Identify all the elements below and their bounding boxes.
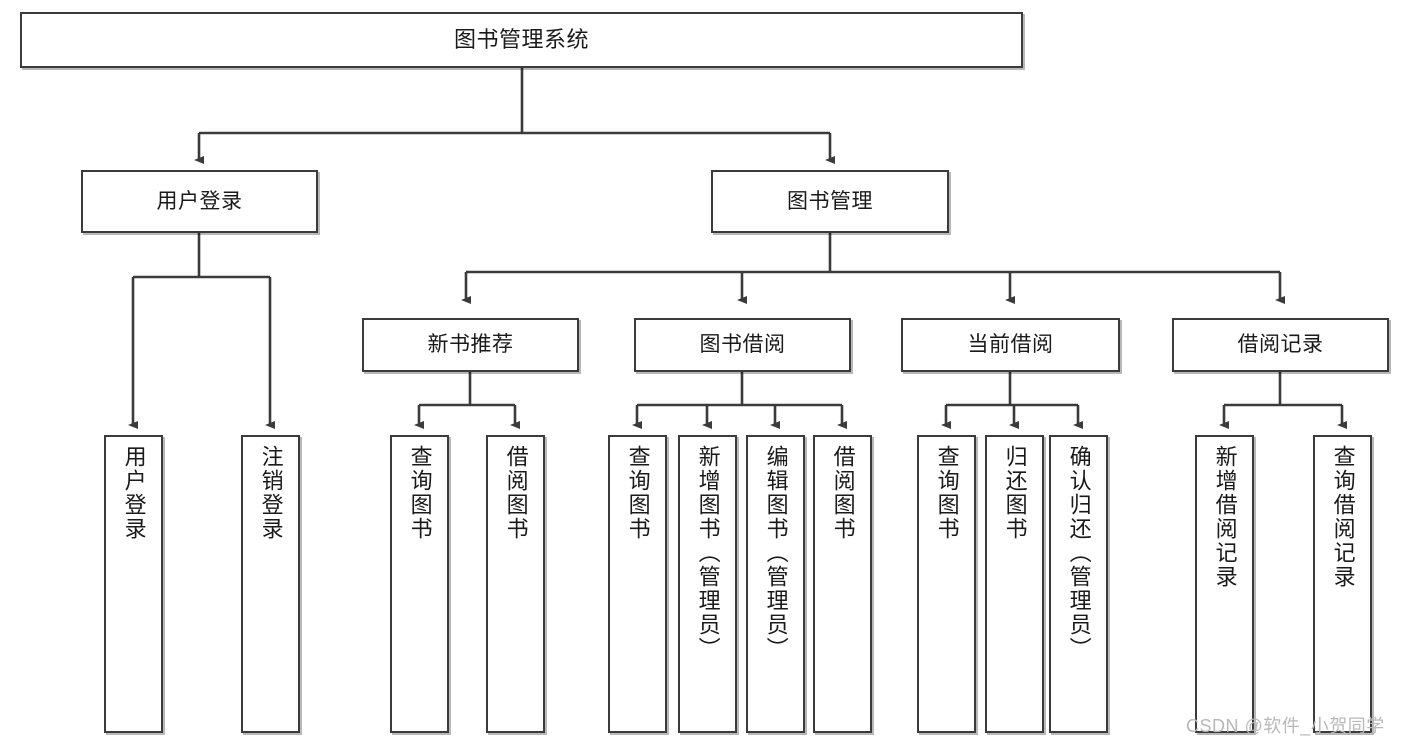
leaf-confirm-return[interactable]: 确认归还（管理员） xyxy=(1049,435,1108,733)
node-user-login-label: 用户登录 xyxy=(156,189,243,213)
node-new-book-recommend[interactable]: 新书推荐 xyxy=(362,318,579,372)
leaf-query-book-1[interactable]: 查询图书 xyxy=(390,435,449,733)
node-root-label: 图书管理系统 xyxy=(453,26,589,52)
node-current-borrow[interactable]: 当前借阅 xyxy=(901,318,1120,372)
leaf-add-borrow-record[interactable]: 新增借阅记录 xyxy=(1195,435,1254,733)
node-borrow-record[interactable]: 借阅记录 xyxy=(1172,318,1389,372)
leaf-confirm-return-label: 确认归还（管理员） xyxy=(1066,445,1092,661)
leaf-query-borrow-record-label: 查询借阅记录 xyxy=(1330,445,1356,589)
leaf-user-login-label: 用户登录 xyxy=(121,445,147,541)
node-borrow-record-label: 借阅记录 xyxy=(1237,333,1324,357)
leaf-query-book-2[interactable]: 查询图书 xyxy=(608,435,667,733)
node-user-login[interactable]: 用户登录 xyxy=(81,170,318,233)
leaf-edit-book[interactable]: 编辑图书（管理员） xyxy=(746,435,805,733)
leaf-logout-login-label: 注销登录 xyxy=(258,445,284,541)
node-root[interactable]: 图书管理系统 xyxy=(20,12,1023,68)
leaf-query-book-3-label: 查询图书 xyxy=(934,445,960,541)
leaf-return-book[interactable]: 归还图书 xyxy=(985,435,1044,733)
leaf-add-borrow-record-label: 新增借阅记录 xyxy=(1212,445,1238,589)
leaf-user-login[interactable]: 用户登录 xyxy=(104,435,163,733)
leaf-borrow-book-2-label: 借阅图书 xyxy=(830,445,856,541)
node-book-management-label: 图书管理 xyxy=(787,189,873,213)
leaf-query-borrow-record[interactable]: 查询借阅记录 xyxy=(1313,435,1372,733)
leaf-return-book-label: 归还图书 xyxy=(1002,445,1028,541)
node-new-book-recommend-label: 新书推荐 xyxy=(427,333,514,357)
leaf-query-book-2-label: 查询图书 xyxy=(625,445,651,541)
leaf-query-book-1-label: 查询图书 xyxy=(407,445,433,541)
node-current-borrow-label: 当前借阅 xyxy=(967,333,1054,357)
csdn-watermark: CSDN @软件_小贺同学 xyxy=(1186,716,1385,736)
node-book-management[interactable]: 图书管理 xyxy=(711,170,949,233)
node-book-borrow[interactable]: 图书借阅 xyxy=(634,318,851,372)
leaf-borrow-book-1[interactable]: 借阅图书 xyxy=(486,435,545,733)
leaf-borrow-book-2[interactable]: 借阅图书 xyxy=(813,435,872,733)
leaf-add-book-label: 新增图书（管理员） xyxy=(695,445,721,661)
leaf-query-book-3[interactable]: 查询图书 xyxy=(917,435,976,733)
leaf-borrow-book-1-label: 借阅图书 xyxy=(503,445,529,541)
leaf-edit-book-label: 编辑图书（管理员） xyxy=(763,445,789,661)
leaf-logout-login[interactable]: 注销登录 xyxy=(241,435,300,733)
node-book-borrow-label: 图书借阅 xyxy=(699,333,786,357)
leaf-add-book[interactable]: 新增图书（管理员） xyxy=(678,435,737,733)
